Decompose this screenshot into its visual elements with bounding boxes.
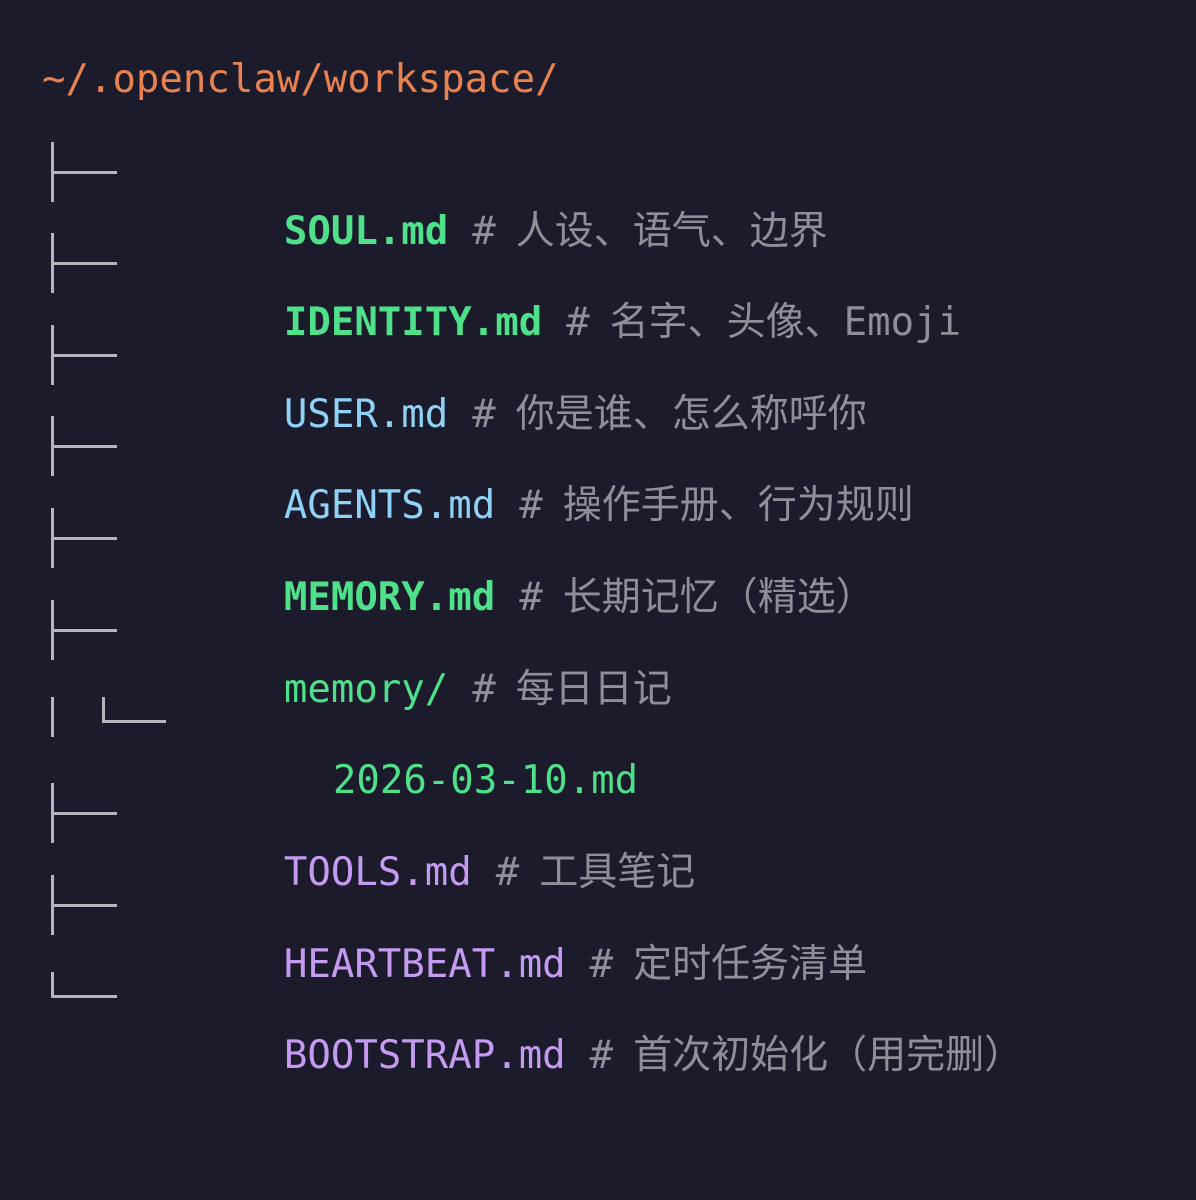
tree-row-memory-md: MEMORY.md #长期记忆（精选）	[0, 508, 1196, 620]
file-comment: #每日日记	[472, 667, 672, 712]
tree-branch	[40, 233, 180, 293]
file-comment: #长期记忆（精选）	[519, 575, 875, 620]
tree-entry-heartbeat: HEARTBEAT.md #定时任务清单	[143, 875, 867, 987]
tree-branch	[40, 142, 180, 202]
tree-entry-memory-md: MEMORY.md #长期记忆（精选）	[143, 508, 875, 620]
tree-row-identity: IDENTITY.md #名字、头像、Emoji	[0, 233, 1196, 345]
tree-branch	[40, 508, 180, 568]
tree-branch	[40, 416, 180, 476]
file-name[interactable]: USER.md	[283, 392, 449, 437]
file-comment: #名字、头像、Emoji	[566, 300, 962, 345]
file-name[interactable]: SOUL.md	[283, 209, 449, 254]
tree-branch-last	[40, 966, 180, 1026]
tree-entry-identity: IDENTITY.md #名字、头像、Emoji	[143, 233, 961, 345]
file-name[interactable]: AGENTS.md	[283, 483, 496, 528]
tree-entry-soul: SOUL.md #人设、语气、边界	[143, 142, 828, 254]
tree-row-user: USER.md #你是谁、怎么称呼你	[0, 325, 1196, 437]
folder-name[interactable]: memory/	[283, 667, 449, 712]
tree-branch	[40, 325, 180, 385]
tree-branch	[40, 600, 180, 660]
file-name[interactable]: TOOLS.md	[283, 850, 472, 895]
tree-entry-bootstrap: BOOTSTRAP.md #首次初始化（用完删）	[143, 966, 1023, 1078]
file-comment: #你是谁、怎么称呼你	[472, 392, 867, 437]
tree-branch	[40, 783, 180, 843]
tree-row-memory-dir: memory/ #每日日记	[0, 600, 1196, 712]
tree-entry-user: USER.md #你是谁、怎么称呼你	[143, 325, 867, 437]
file-name[interactable]: 2026-03-10.md	[332, 758, 639, 803]
file-comment: #首次初始化（用完删）	[589, 1033, 1024, 1078]
tree-row-heartbeat: HEARTBEAT.md #定时任务清单	[0, 875, 1196, 987]
file-name[interactable]: MEMORY.md	[283, 575, 496, 620]
file-comment: #人设、语气、边界	[472, 209, 828, 254]
tree-row-tools: TOOLS.md #工具笔记	[0, 783, 1196, 895]
file-comment: #操作手册、行为规则	[519, 483, 914, 528]
tree-entry-memory-dir: memory/ #每日日记	[143, 600, 672, 712]
tree-row-soul: SOUL.md #人设、语气、边界	[0, 142, 1196, 254]
file-name[interactable]: HEARTBEAT.md	[283, 942, 566, 987]
tree-branch	[40, 875, 180, 935]
root-path: ~/.openclaw/workspace/	[42, 57, 559, 102]
tree-row-bootstrap: BOOTSTRAP.md #首次初始化（用完删）	[0, 966, 1196, 1078]
file-name[interactable]: BOOTSTRAP.md	[283, 1033, 566, 1078]
file-name[interactable]: IDENTITY.md	[283, 300, 543, 345]
tree-row-agents: AGENTS.md #操作手册、行为规则	[0, 416, 1196, 528]
file-comment: #定时任务清单	[589, 942, 868, 987]
tree-entry-daily-note: 2026-03-10.md	[192, 691, 638, 803]
file-comment: #工具笔记	[495, 850, 696, 895]
tree-entry-tools: TOOLS.md #工具笔记	[143, 783, 695, 895]
tree-branch-nested	[40, 691, 180, 751]
tree-entry-agents: AGENTS.md #操作手册、行为规则	[143, 416, 914, 528]
tree-row-daily-note: 2026-03-10.md	[0, 691, 1196, 803]
